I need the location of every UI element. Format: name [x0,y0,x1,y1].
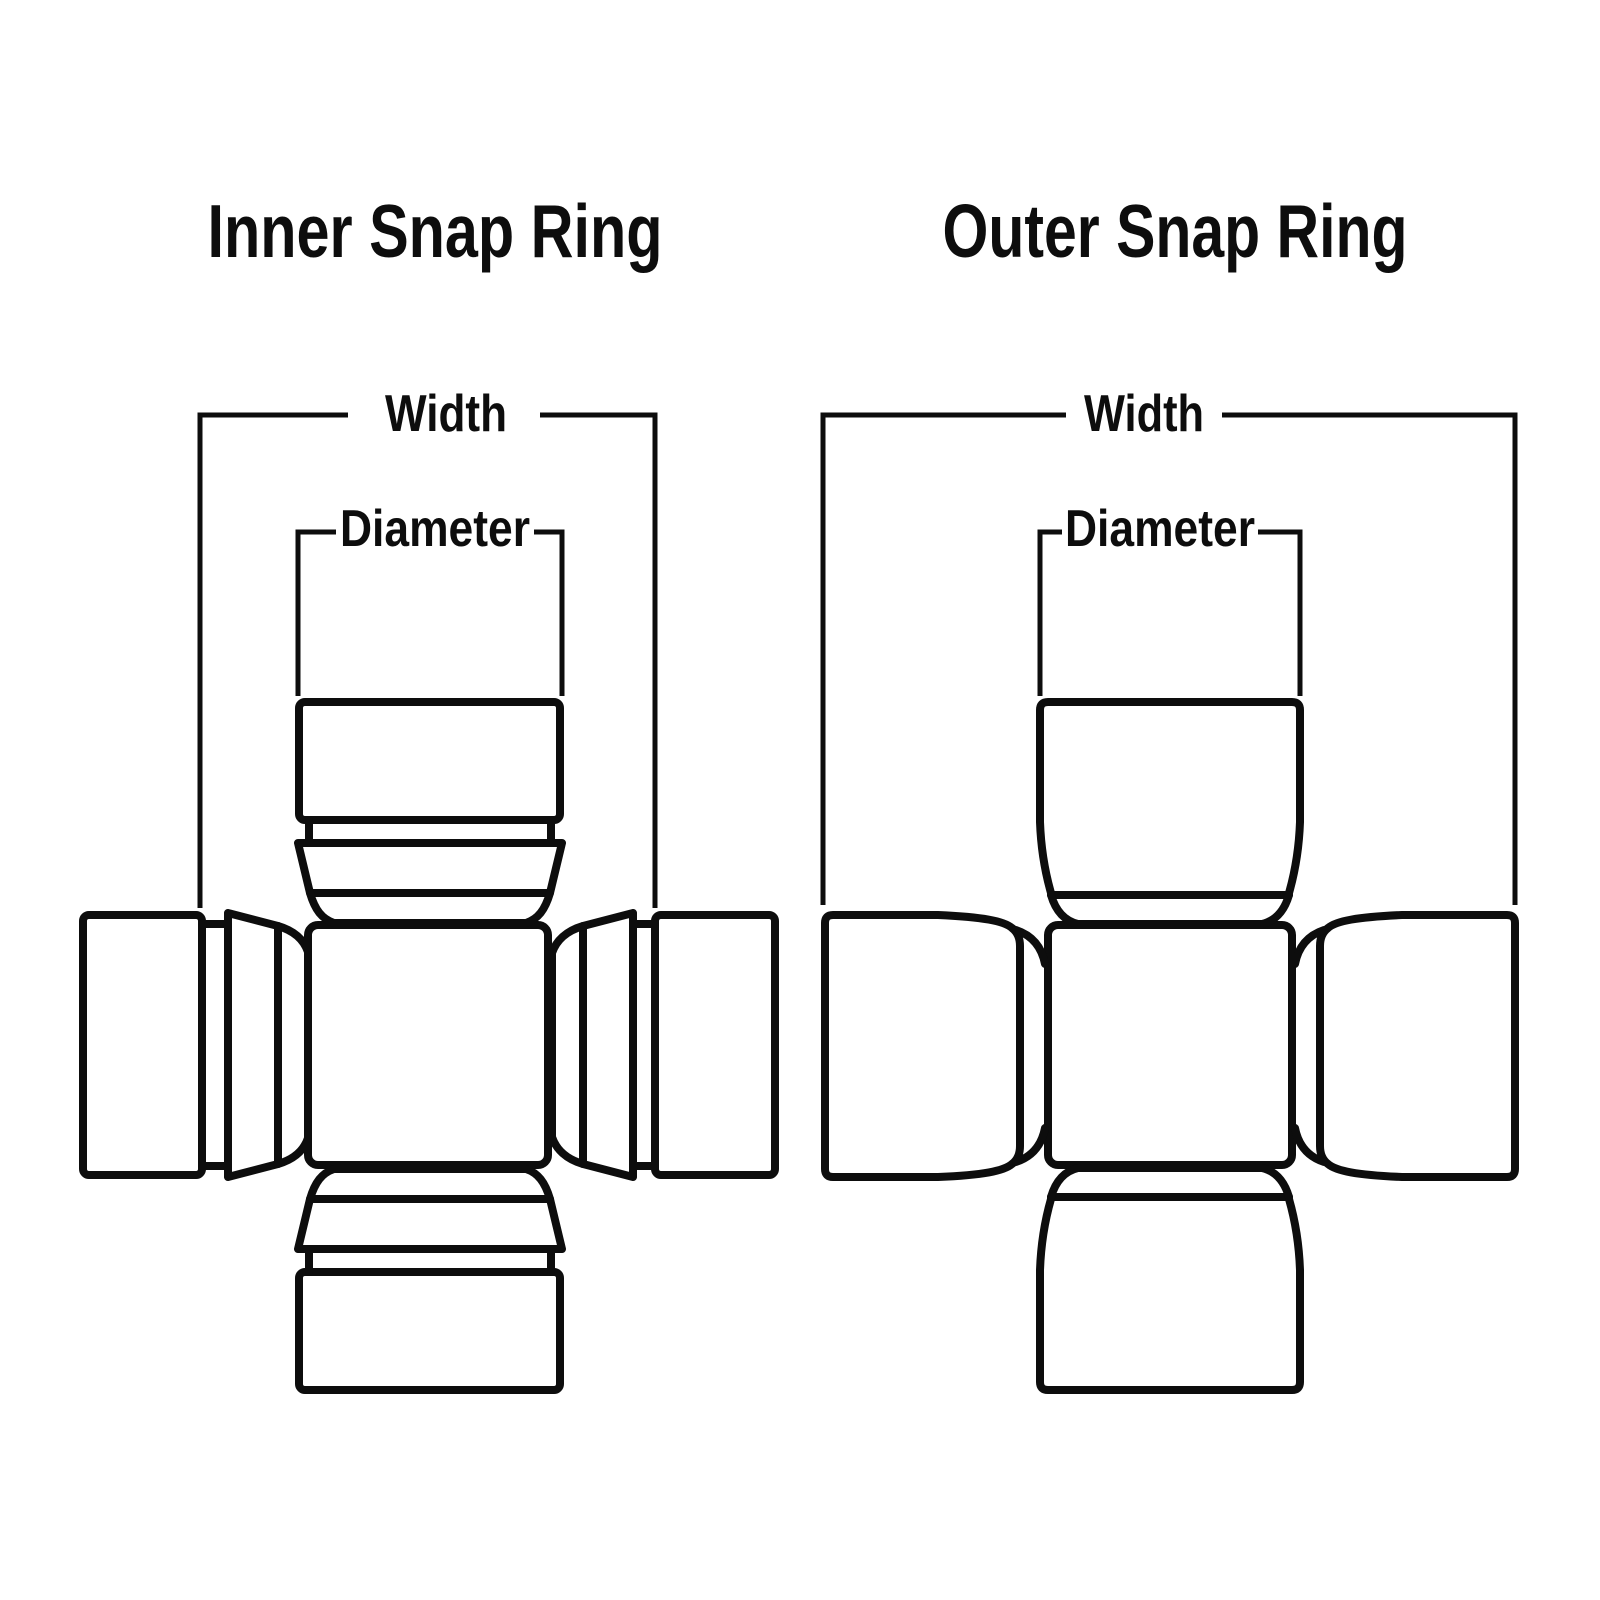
outer-right-neck [1291,926,1328,1166]
inner-left-base [274,922,312,1168]
inner-bottom-cap [295,1268,564,1394]
inner-top-cap [295,698,564,824]
inner-bottom-shoulder [294,1195,566,1253]
outer-width-bracket [820,412,1518,905]
outer-bottom-base [1047,1164,1293,1201]
inner-bottom-arm [294,1165,566,1394]
inner-right-arm [548,909,779,1181]
inner-right-shoulder [579,909,637,1181]
inner-bottom-base [306,1165,554,1203]
inner-top-arm [294,698,566,927]
outer-top-base [1047,891,1293,928]
inner-left-groove [198,920,232,1170]
inner-right-base [548,922,587,1168]
inner-width-bracket [197,412,658,908]
outer-title: Outer Snap Ring [943,189,1408,273]
outer-width-dimension: Width [820,385,1518,905]
outer-diameter-bracket [1037,529,1303,696]
inner-top-shoulder [294,839,566,897]
inner-snap-ring-figure: Inner Snap Ring Width Diameter [79,189,779,1394]
inner-left-cap [79,911,206,1179]
outer-top-cap [1036,698,1304,897]
outer-right-arm [1291,911,1519,1181]
inner-width-label: Width [385,385,507,443]
inner-title: Inner Snap Ring [208,189,663,273]
inner-left-shoulder [224,909,282,1181]
outer-bottom-arm [1036,1164,1304,1394]
outer-snap-ring-figure: Outer Snap Ring Width Diameter [820,189,1519,1394]
outer-diameter-label: Diameter [1065,500,1255,558]
outer-top-arm [1036,698,1304,928]
inner-diameter-label: Diameter [340,500,530,558]
outer-left-arm [821,911,1049,1181]
outer-width-label: Width [1084,385,1204,443]
outer-center-body [1044,921,1296,1169]
outer-diameter-dimension: Diameter [1037,500,1303,696]
inner-width-dimension: Width [197,385,658,908]
outer-left-neck [1012,926,1049,1166]
inner-diameter-bracket [295,529,565,696]
inner-right-cap [651,911,779,1179]
outer-bottom-cap [1036,1195,1304,1394]
inner-diameter-dimension: Diameter [295,500,565,696]
inner-center-body [304,921,552,1169]
inner-top-base [306,889,554,927]
outer-left-cap [821,911,1024,1181]
outer-right-cap [1316,911,1519,1181]
inner-left-arm [79,909,312,1181]
